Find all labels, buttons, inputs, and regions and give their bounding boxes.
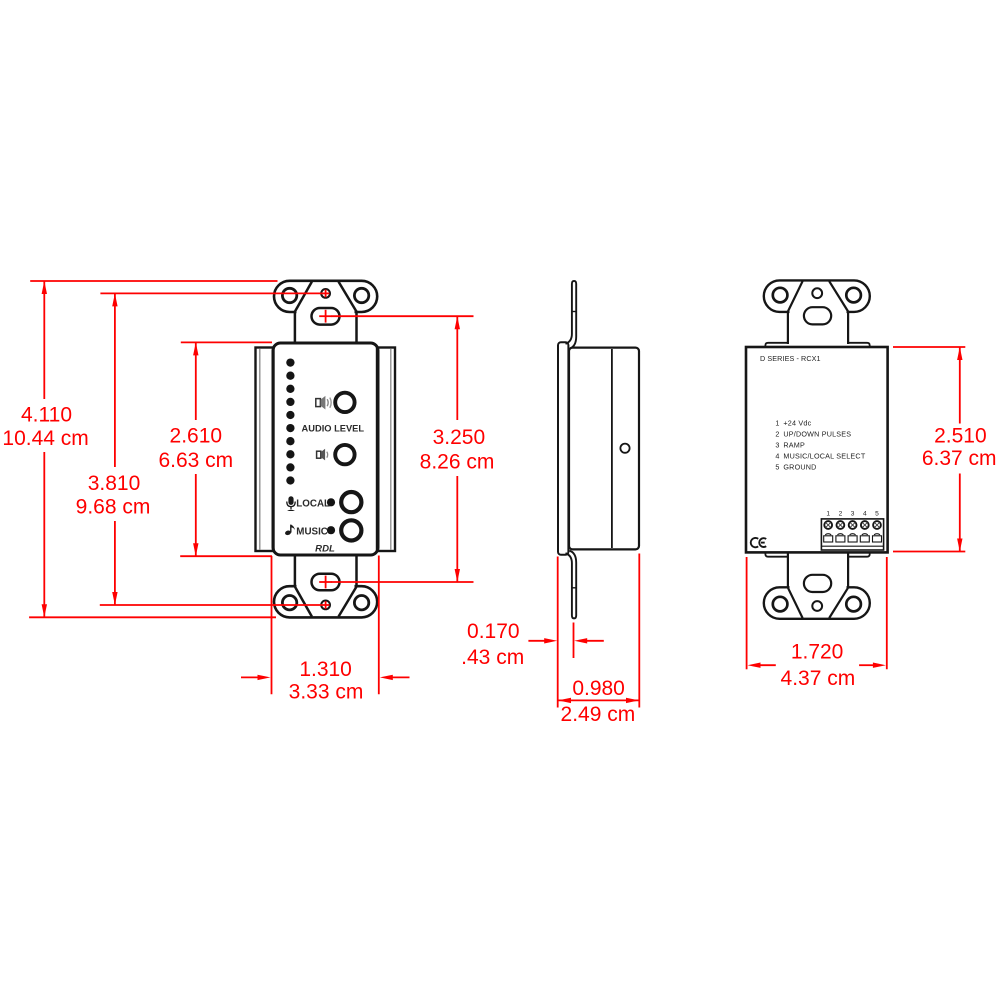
svg-text:AUDIO LEVEL: AUDIO LEVEL [302, 423, 365, 433]
svg-text:2.49 cm: 2.49 cm [561, 703, 636, 726]
svg-text:2: 2 [839, 511, 843, 518]
svg-text:2.610: 2.610 [170, 424, 223, 447]
svg-text:2: 2 [775, 430, 779, 439]
svg-text:8.26 cm: 8.26 cm [420, 451, 495, 474]
svg-text:4: 4 [775, 451, 779, 460]
svg-text:10.44 cm: 10.44 cm [2, 427, 88, 450]
svg-text:6.63 cm: 6.63 cm [158, 449, 233, 472]
svg-text:9.68 cm: 9.68 cm [76, 496, 151, 519]
svg-text:LOCAL: LOCAL [296, 498, 330, 509]
svg-text:5: 5 [875, 511, 879, 518]
svg-text:+24 Vdc: +24 Vdc [783, 419, 811, 428]
svg-text:MUSIC/LOCAL SELECT: MUSIC/LOCAL SELECT [783, 451, 865, 460]
svg-text:3.33 cm: 3.33 cm [289, 680, 364, 703]
svg-text:1: 1 [826, 511, 830, 518]
svg-text:1.310: 1.310 [299, 658, 352, 681]
svg-text:0.980: 0.980 [572, 677, 625, 700]
svg-text:RDL: RDL [315, 544, 335, 555]
svg-text:4.37 cm: 4.37 cm [781, 667, 856, 690]
svg-text:4.110: 4.110 [21, 404, 72, 427]
svg-text:1.720: 1.720 [791, 641, 844, 664]
svg-text:5: 5 [775, 462, 779, 471]
svg-text:UP/DOWN PULSES: UP/DOWN PULSES [783, 430, 851, 439]
svg-text:3: 3 [851, 511, 855, 518]
svg-text:.43 cm: .43 cm [461, 646, 524, 669]
svg-text:3.810: 3.810 [88, 472, 141, 495]
svg-text:1: 1 [775, 419, 779, 428]
svg-text:2.510: 2.510 [934, 424, 987, 447]
svg-text:4: 4 [863, 511, 867, 518]
svg-text:0.170: 0.170 [467, 620, 520, 643]
svg-text:3: 3 [775, 441, 779, 450]
svg-text:MUSIC: MUSIC [296, 526, 328, 537]
svg-text:3.250: 3.250 [433, 426, 486, 449]
svg-text:D SERIES - RCX1: D SERIES - RCX1 [760, 354, 821, 363]
svg-text:RAMP: RAMP [783, 441, 805, 450]
svg-text:GROUND: GROUND [783, 462, 816, 471]
svg-text:6.37 cm: 6.37 cm [922, 447, 997, 470]
